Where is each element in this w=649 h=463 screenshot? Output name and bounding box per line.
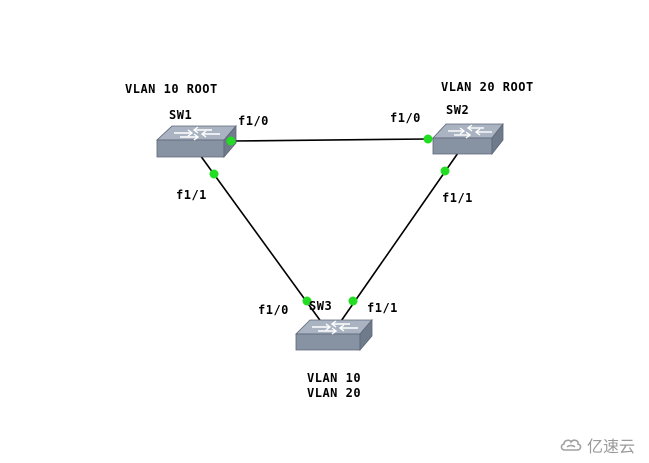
port-status-sw1-f10	[226, 136, 236, 146]
sw2-name-label: SW2	[446, 103, 470, 117]
switch-sw1-icon[interactable]	[155, 124, 237, 159]
cloud-logo-icon	[560, 439, 582, 451]
port-status-sw1-f11	[209, 169, 219, 179]
watermark: 亿速云	[559, 433, 635, 457]
sw2-port-f10-label: f1/0	[390, 111, 421, 125]
port-status-sw2-f10	[423, 134, 433, 144]
sw3-port-f10-label: f1/0	[258, 303, 289, 317]
sw2-role-label: VLAN 20 ROOT	[441, 80, 534, 94]
link-sw1-sw2	[231, 138, 429, 142]
sw1-name-label: SW1	[169, 108, 193, 122]
sw3-vlan-20-label: VLAN 20	[307, 386, 362, 400]
sw3-name-label: SW3	[309, 299, 333, 313]
switch-sw2-icon[interactable]	[432, 122, 504, 156]
sw1-port-f10-label: f1/0	[238, 114, 269, 128]
sw1-role-label: VLAN 10 ROOT	[125, 82, 218, 96]
link-sw2-sw3	[338, 152, 459, 325]
port-status-sw3-f11	[348, 296, 358, 306]
sw1-port-f11-label: f1/1	[176, 188, 207, 202]
link-sw1-sw3	[199, 154, 323, 324]
port-status-sw2-f11	[440, 166, 450, 176]
watermark-text: 亿速云	[586, 437, 635, 456]
port-status-sw3-f10	[302, 296, 312, 306]
sw3-vlan-10-label: VLAN 10	[307, 371, 362, 385]
sw3-port-f11-label: f1/1	[367, 301, 398, 315]
switch-sw3-icon[interactable]	[295, 318, 373, 352]
sw2-port-f11-label: f1/1	[442, 191, 473, 205]
